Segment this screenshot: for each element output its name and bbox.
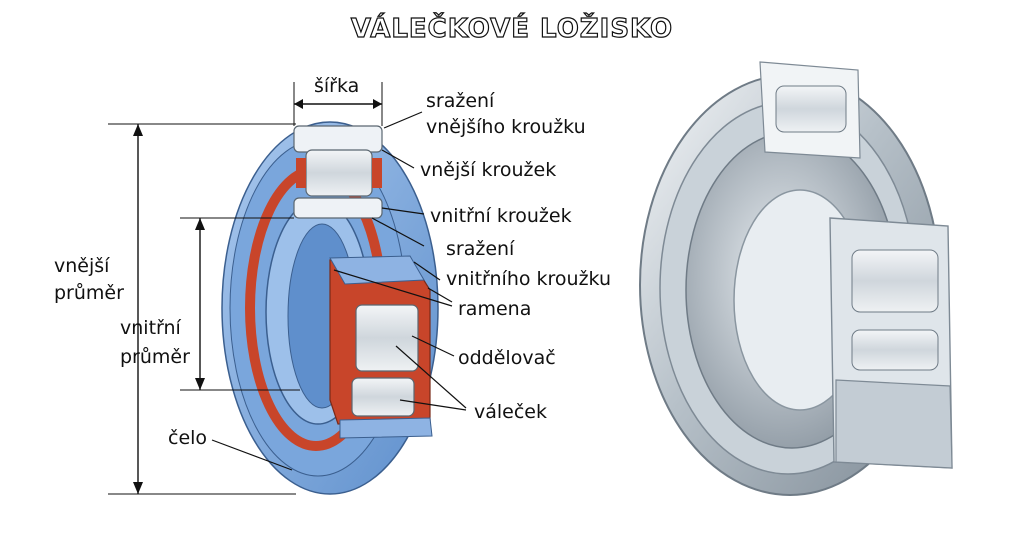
label-cage: oddělovač (458, 347, 556, 369)
label-inner-ring: vnitřní kroužek (430, 205, 572, 227)
roller-lower (351, 377, 415, 417)
render-roller-top (775, 85, 847, 133)
label-roller: váleček (474, 401, 547, 423)
label-inner-diameter-line2: průměr (120, 346, 190, 368)
label-chamfer-outer-line1: sražení (426, 90, 495, 112)
page-title: VÁLEČKOVÉ LOŽISKO (350, 13, 674, 44)
label-outer-ring: vnější kroužek (420, 159, 557, 181)
label-chamfer-inner-line1: sražení (446, 238, 515, 260)
label-width: šířka (314, 75, 360, 97)
label-chamfer-inner-line2: vnitřního kroužku (446, 268, 612, 290)
label-inner-diameter-line1: vnitřní (120, 317, 181, 339)
render-roller-low (851, 329, 939, 371)
label-outer-diameter-line1: vnější (54, 255, 110, 277)
label-flanges: ramena (458, 298, 532, 320)
label-outer-diameter-line2: průměr (54, 282, 124, 304)
label-face: čelo (168, 427, 208, 449)
roller-upper (355, 304, 419, 372)
label-chamfer-outer-line2: vnějšího kroužku (426, 116, 586, 138)
render-roller-mid (851, 249, 939, 313)
